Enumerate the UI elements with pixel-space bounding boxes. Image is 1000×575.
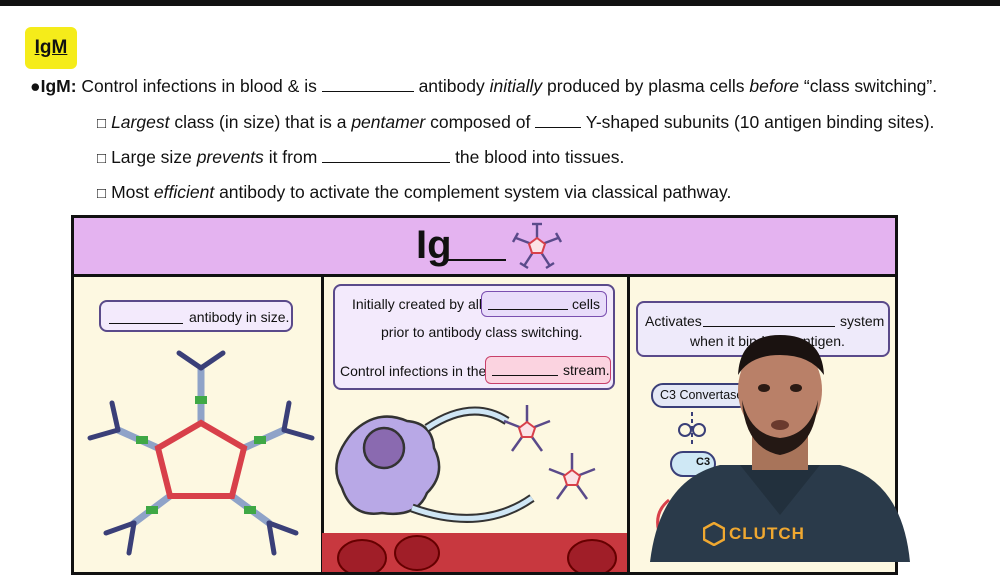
presenter-video (650, 335, 910, 562)
fill-blank (535, 113, 582, 128)
column-divider (627, 274, 630, 572)
fill-blank (488, 297, 568, 310)
sub1-text-2: composed of (430, 112, 531, 132)
top-bar (0, 0, 1000, 6)
sub2-emph-1: prevents (196, 147, 264, 167)
middle-text-1b: cells (572, 296, 601, 312)
sub-bullet-2: □Large size prevents it from the blood i… (97, 147, 624, 168)
middle-text-1: Initially created by all (352, 296, 482, 312)
plasma-cells-pill: cells (481, 291, 607, 317)
sub3-emph-1: efficient (153, 182, 215, 202)
fill-blank (492, 363, 558, 376)
igm-pentamer-illustration (87, 350, 315, 556)
fill-blank (322, 148, 451, 163)
size-pill-text: antibody in size. (189, 309, 290, 325)
sub2-text-2: it from (268, 147, 318, 167)
middle-text-3b: stream. (563, 362, 610, 378)
diagram-title: Ig (416, 223, 452, 267)
topic-tag: IgM (25, 27, 77, 69)
checkbox-icon: □ (97, 185, 107, 202)
right-text-1: Activates (645, 313, 702, 329)
fill-blank (109, 310, 183, 324)
convertase-text: C3 Convertase (660, 388, 744, 402)
right-text-1b: system (840, 313, 885, 329)
blood-stream-pill: stream. (485, 356, 611, 384)
sub3-text-2: antibody to activate the complement syst… (219, 182, 732, 202)
plasma-info-box: Initially created by all cells prior to … (333, 284, 615, 390)
middle-text-3: Control infections in the (340, 363, 487, 379)
main-bullet: ●IgM: Control infections in blood & is a… (30, 76, 937, 97)
sub1-text-1: class (in size) that is a (174, 112, 347, 132)
bullet-dot: ● (30, 76, 41, 96)
sub3-text-1: Most (111, 182, 149, 202)
c3-text: C3 (696, 456, 711, 468)
title-blank (448, 259, 506, 261)
sub1-emph-1: Largest (111, 112, 170, 132)
mini-pentamer-icon (511, 222, 563, 270)
complement-illustration (656, 412, 716, 561)
checkbox-icon: □ (97, 115, 107, 132)
c3-convertase-label: C3 Convertase (651, 383, 751, 408)
bullet-term: IgM: (40, 76, 77, 96)
main-text-1: Control infections in blood & is (81, 76, 317, 96)
clutch-hexagon-icon (703, 522, 725, 546)
main-emph-2: before (749, 76, 799, 96)
fill-blank (321, 77, 414, 92)
diagram-header: Ig (74, 218, 895, 277)
plasma-cell-illustration (322, 405, 627, 572)
main-text-3: produced by plasma cells (547, 76, 745, 96)
checkbox-icon: □ (97, 150, 107, 167)
sub2-text-1: Large size (111, 147, 192, 167)
shirt-logo: CLUTCH (703, 522, 805, 546)
sub1-emph-2: pentamer (351, 112, 426, 132)
sub-bullet-3: □Most efficient antibody to activate the… (97, 182, 731, 203)
main-text-4: “class switching”. (803, 76, 938, 96)
fill-blank (703, 313, 835, 327)
middle-text-2: prior to antibody class switching. (381, 324, 583, 340)
main-text-2: antibody (418, 76, 485, 96)
sub1-text-3: Y-shaped subunits (10 antigen binding si… (585, 112, 935, 132)
sub-bullet-1: □Largest class (in size) that is a penta… (97, 112, 934, 133)
clutch-logo-text: CLUTCH (729, 524, 805, 543)
main-emph-1: initially (489, 76, 543, 96)
size-pill: antibody in size. (99, 300, 293, 332)
column-divider (321, 274, 324, 572)
topic-tag-label: IgM (34, 37, 68, 58)
sub2-text-3: the blood into tissues. (455, 147, 625, 167)
